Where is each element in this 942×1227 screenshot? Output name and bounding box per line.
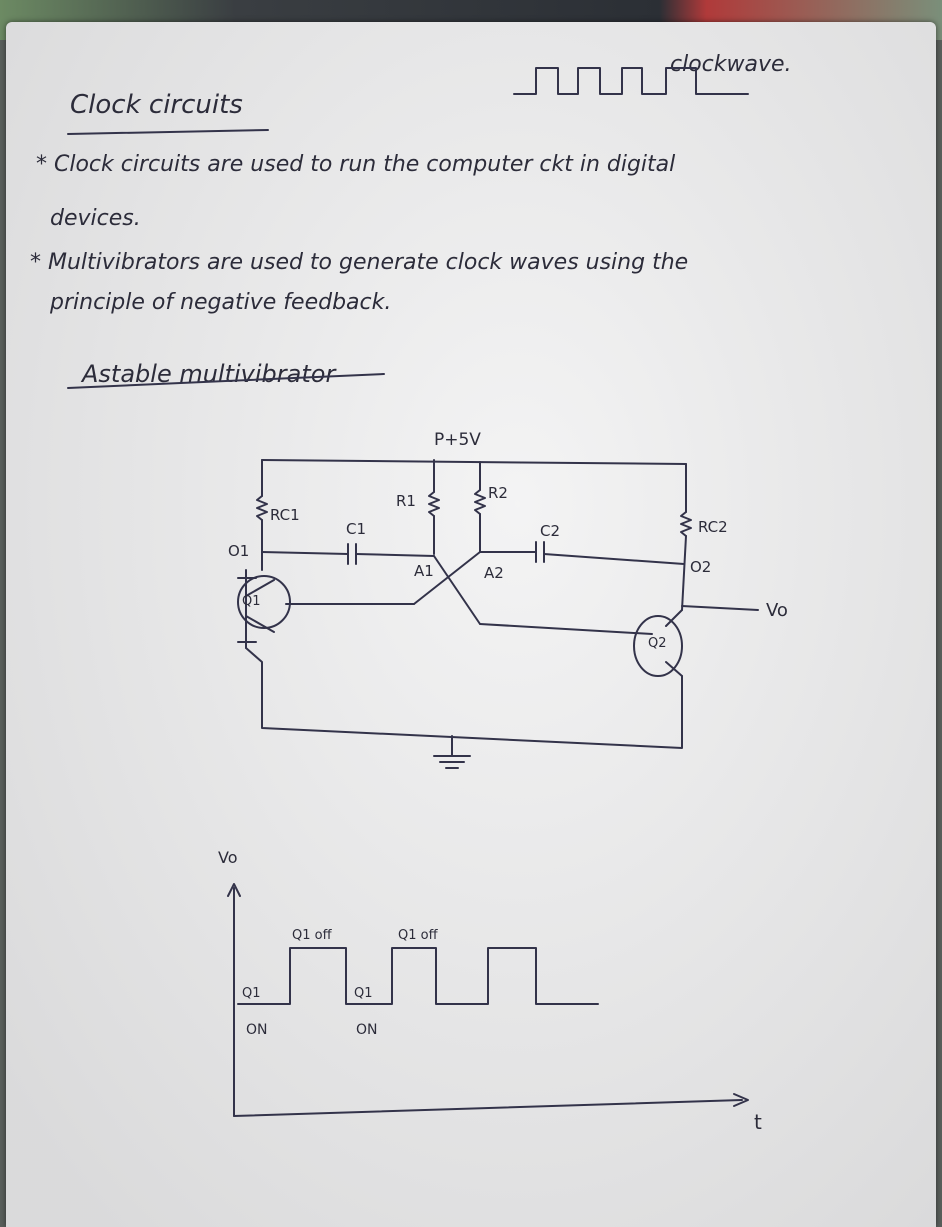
q1-label: Q1 [242, 594, 261, 609]
vo-label: Vo [766, 600, 788, 621]
r2-resistor [474, 489, 486, 515]
a1-label: A1 [414, 562, 434, 580]
heading-underline [67, 129, 269, 135]
r2-label: R2 [488, 484, 508, 502]
rc1-label: RC1 [270, 506, 300, 524]
c1-capacitor [347, 543, 357, 565]
waveform-y-label: Vo [218, 848, 238, 867]
ground-symbol [433, 735, 471, 769]
q2-terminals [665, 609, 683, 677]
q1-low-label-1: Q1 [242, 986, 261, 1001]
c2-capacitor [535, 541, 545, 563]
bullet-2-line-1: * Multivibrators are used to generate cl… [30, 250, 689, 275]
vo-axis-arrow [227, 883, 241, 897]
c1-label: C1 [346, 520, 367, 538]
bullet-1-line-1: * Clock circuits are used to run the com… [36, 152, 676, 177]
q2-label: Q2 [648, 636, 667, 651]
c2-label: C2 [540, 522, 561, 540]
o2-label: O2 [690, 558, 712, 576]
handwritten-drawings [67, 67, 759, 1117]
q2-base-wire [479, 623, 653, 635]
o1-label: O1 [228, 542, 250, 560]
on-label-2: ON [356, 1022, 378, 1038]
vo-output-wire [681, 605, 759, 611]
ground-rail [245, 647, 683, 749]
on-label-1: ON [246, 1022, 268, 1038]
subheading-underline [67, 373, 385, 389]
notebook-page: Clock circuits clockwave. * Clock circui… [6, 22, 936, 1227]
c1-wire-right [355, 553, 435, 557]
t-axis-arrow [733, 1093, 749, 1107]
rc2-wire-lower [681, 535, 687, 611]
r1-resistor [428, 491, 440, 517]
q1-terminals [237, 569, 275, 649]
q1-transistor [237, 575, 291, 629]
a2-label: A2 [484, 564, 504, 582]
bullet-2-line-2: principle of negative feedback. [50, 290, 392, 315]
q1-off-label-2: Q1 off [398, 928, 438, 943]
section-subheading: Astable multivibrator [82, 360, 336, 388]
clock-wave-sketch [513, 67, 749, 95]
waveform-x-label: t [754, 1110, 762, 1134]
q1-off-label-1: Q1 off [292, 928, 332, 943]
page-heading: Clock circuits [70, 90, 243, 120]
r1-label: R1 [396, 492, 416, 510]
rc1-resistor [256, 495, 268, 521]
bullet-1-line-2: devices. [50, 206, 141, 231]
supply-rail [261, 459, 687, 465]
q1-low-label-2: Q1 [354, 986, 373, 1001]
paper-shading [6, 22, 936, 1227]
clock-wave-label: clockwave. [670, 52, 792, 77]
rc2-resistor [680, 511, 692, 537]
cross-wire-a2 [413, 551, 481, 605]
supply-label: P+5V [434, 430, 481, 450]
cross-wire-a1 [433, 555, 481, 625]
output-square-wave [237, 947, 599, 1005]
c1-wire-left [261, 551, 349, 555]
t-axis [233, 1099, 743, 1117]
rc2-label: RC2 [698, 518, 728, 536]
q2-transistor [633, 615, 683, 677]
c2-wire-right [543, 553, 685, 565]
